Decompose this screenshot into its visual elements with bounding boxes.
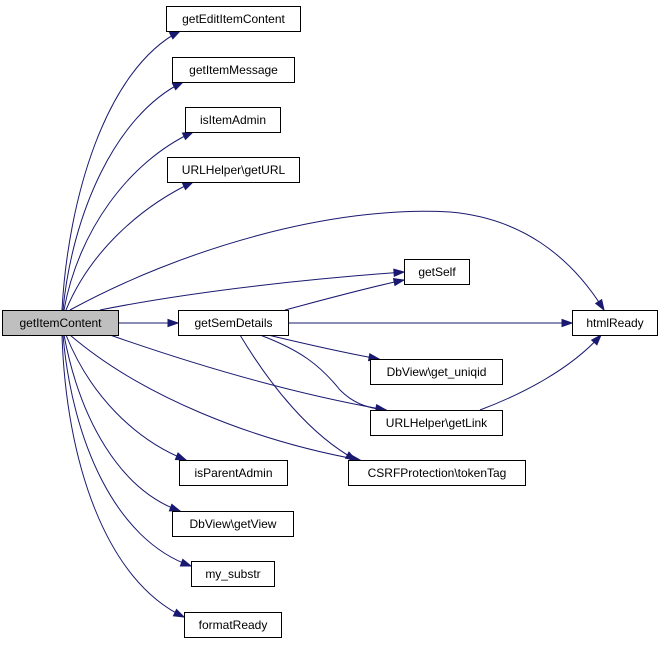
edge-getItemContent-to-isParentAdmin [65, 334, 188, 461]
arrow-head-icon [181, 131, 195, 141]
node-label: isItemAdmin [200, 113, 266, 127]
edge-line [65, 334, 187, 461]
edge-getItemContent-to-formatReady [61, 334, 186, 618]
node-box[interactable] [185, 107, 281, 133]
node-box[interactable] [572, 310, 658, 336]
edge-getItemContent-to-getEditItemContent [61, 30, 182, 311]
node-label: DbView\get_uniqid [387, 365, 487, 379]
node-isParentAdmin[interactable]: isParentAdmin [179, 460, 288, 486]
node-label: my_substr [205, 567, 260, 581]
node-urlGetLink[interactable]: URLHelper\getLink [370, 410, 503, 436]
arrow-head-icon [590, 333, 603, 346]
node-htmlReady[interactable]: htmlReady [572, 310, 658, 336]
node-label: URLHelper\getLink [386, 416, 488, 430]
arrow-head-icon [392, 278, 406, 287]
arrow-head-icon [171, 81, 185, 91]
arrow-head-icon [561, 318, 574, 328]
edge-getSemDetails-to-dbGetUniqid [267, 334, 381, 362]
node-getItemContent[interactable]: getItemContent [2, 310, 119, 336]
node-box[interactable] [2, 310, 119, 336]
node-box[interactable] [191, 561, 275, 587]
node-formatReady[interactable]: formatReady [184, 612, 282, 638]
edge-line [65, 181, 194, 311]
edge-line [109, 334, 387, 411]
edge-line [63, 131, 194, 311]
node-label: getEditItemContent [182, 12, 285, 26]
arrow-head-icon [168, 30, 182, 40]
arrow-head-icon [181, 181, 195, 191]
edge-line [284, 279, 405, 311]
node-box[interactable] [179, 460, 288, 486]
node-box[interactable] [166, 6, 301, 32]
edge-getItemContent-to-getSemDetails [118, 318, 180, 328]
node-getItemMessage[interactable]: getItemMessage [172, 57, 295, 83]
edge-getItemContent-to-urlGetLink [109, 334, 388, 413]
arrow-head-icon [594, 298, 605, 312]
edge-getSemDetails-to-getSelf [284, 278, 406, 311]
node-box[interactable] [172, 511, 294, 537]
edge-line [267, 334, 380, 360]
edge-getItemContent-to-getItemMessage [62, 81, 185, 311]
edge-line [99, 271, 405, 311]
node-label: isParentAdmin [194, 466, 272, 480]
node-label: getSelf [418, 265, 456, 279]
node-label: getItemMessage [189, 63, 278, 77]
edge-getItemContent-to-mySubstr [62, 334, 193, 567]
edge-getSemDetails-to-htmlReady [288, 318, 574, 328]
node-getSelf[interactable]: getSelf [404, 259, 470, 285]
node-label: getItemContent [19, 316, 102, 330]
arrow-head-icon [174, 452, 188, 461]
node-label: getSemDetails [194, 316, 272, 330]
node-dbGetUniqid[interactable]: DbView\get_uniqid [370, 359, 503, 385]
edge-getItemContent-to-dbGetView [63, 334, 182, 512]
node-box[interactable] [184, 612, 282, 638]
edge-line [259, 334, 387, 411]
node-label: formatReady [199, 618, 268, 632]
edge-line [61, 334, 185, 618]
edge-getSemDetails-to-urlGetLink [259, 334, 388, 414]
node-label: URLHelper\getURL [182, 163, 286, 177]
node-box[interactable] [178, 310, 289, 336]
node-box[interactable] [404, 259, 470, 285]
node-urlGetURL[interactable]: URLHelper\getURL [167, 157, 300, 183]
node-label: CSRFProtection\tokenTag [368, 466, 507, 480]
edge-line [62, 81, 184, 311]
arrow-head-icon [167, 318, 180, 328]
node-getSemDetails[interactable]: getSemDetails [178, 310, 289, 336]
edge-getSemDetails-to-csrfTokenTag [239, 334, 358, 461]
node-isItemAdmin[interactable]: isItemAdmin [185, 107, 281, 133]
node-box[interactable] [167, 157, 300, 183]
arrow-head-icon [393, 268, 406, 277]
arrow-head-icon [168, 503, 182, 512]
arrow-head-icon [172, 608, 186, 618]
node-label: DbView\getView [190, 517, 277, 531]
edge-line [62, 334, 192, 567]
arrow-head-icon [344, 451, 358, 461]
node-csrfTokenTag[interactable]: CSRFProtection\tokenTag [348, 460, 526, 486]
node-box[interactable] [370, 359, 503, 385]
node-dbGetView[interactable]: DbView\getView [172, 511, 294, 537]
edge-getItemContent-to-urlGetURL [65, 181, 195, 311]
edge-line [69, 334, 361, 461]
edge-urlGetLink-to-htmlReady [479, 333, 603, 411]
node-label: htmlReady [586, 316, 643, 330]
edge-getItemContent-to-csrfTokenTag [69, 334, 362, 463]
edge-getItemContent-to-getSelf [99, 268, 406, 311]
node-mySubstr[interactable]: my_substr [191, 561, 275, 587]
arrow-head-icon [179, 558, 193, 567]
edge-line [63, 334, 181, 512]
node-box[interactable] [172, 57, 295, 83]
node-getEditItemContent[interactable]: getEditItemContent [166, 6, 301, 32]
node-box[interactable] [370, 410, 503, 436]
call-graph-edges [61, 30, 605, 618]
edge-line [479, 334, 602, 411]
edge-getItemContent-to-htmlReady [69, 210, 605, 312]
edge-line [69, 210, 605, 311]
call-graph-nodes: getItemContent getEditItemContent getItemM… [2, 6, 658, 638]
edge-line [239, 334, 357, 461]
edge-line [61, 30, 181, 311]
node-box[interactable] [348, 460, 526, 486]
